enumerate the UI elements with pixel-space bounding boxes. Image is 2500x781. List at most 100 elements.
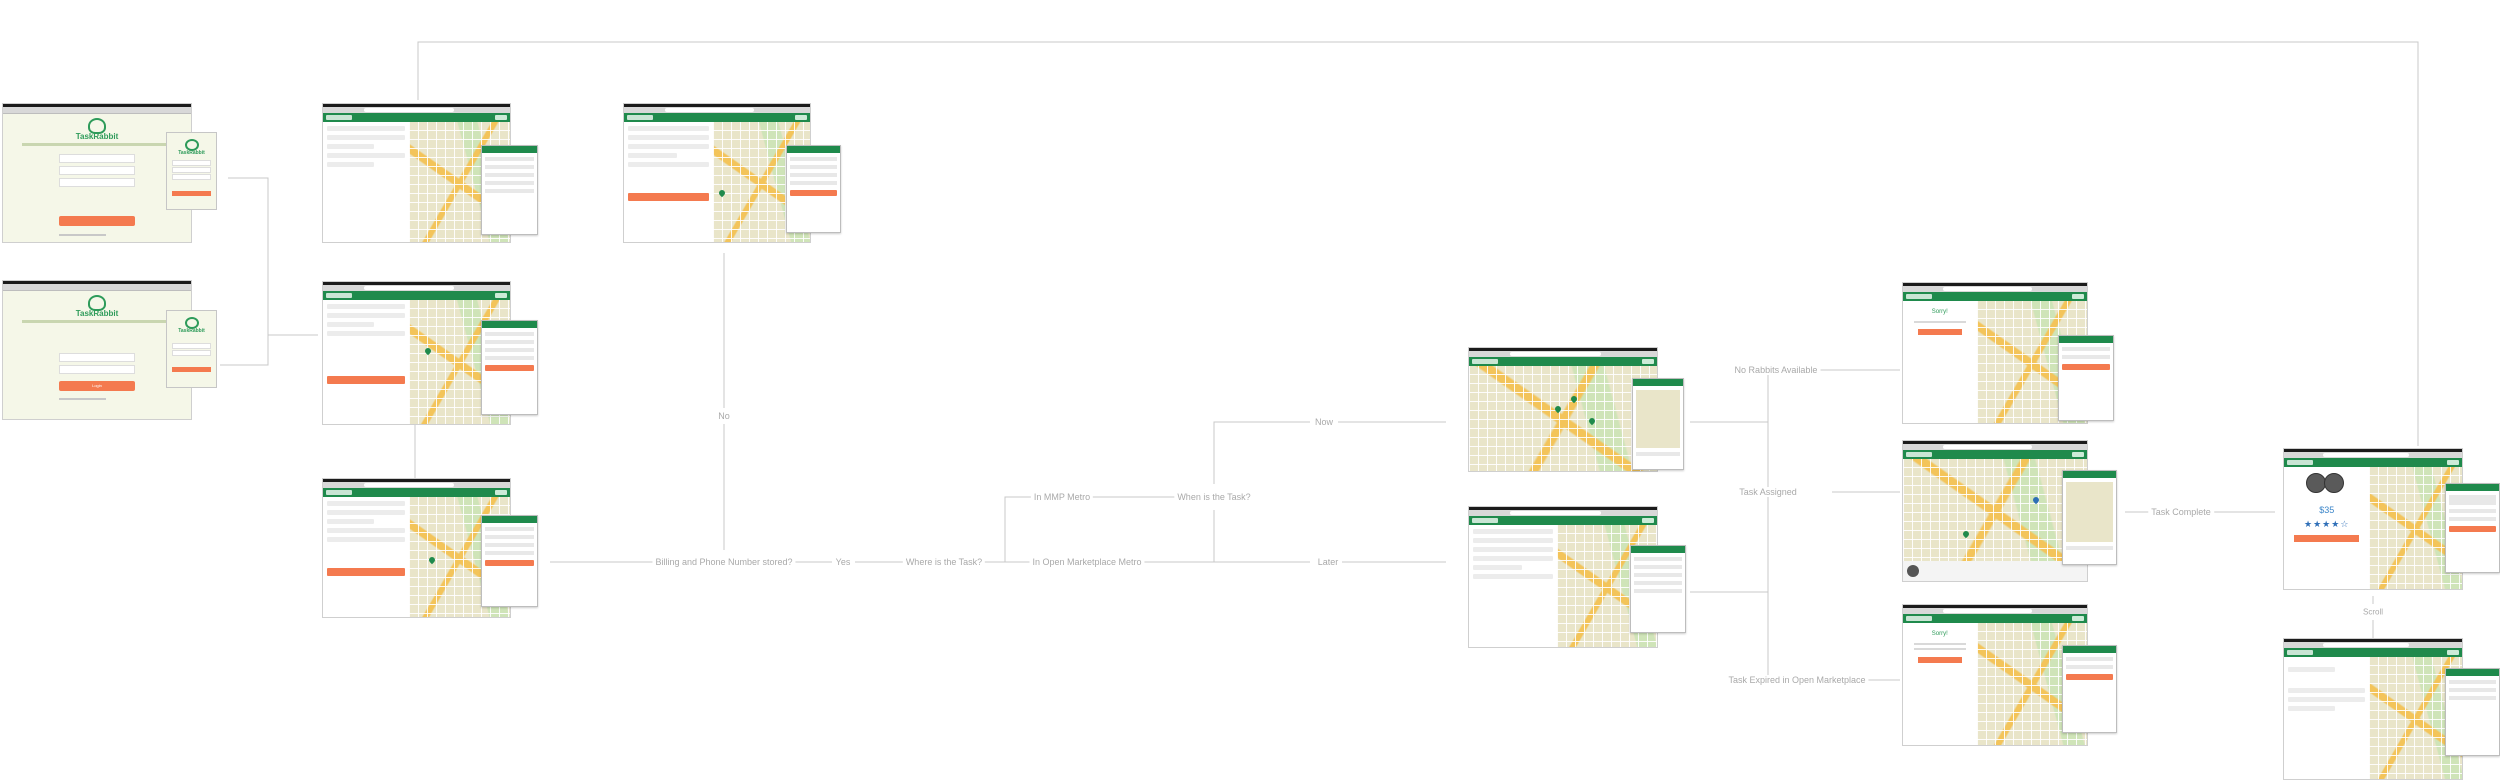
deliver-it-button[interactable] bbox=[327, 568, 406, 576]
card-expiry-field[interactable] bbox=[628, 153, 678, 158]
app-header bbox=[1903, 450, 2087, 459]
repost-button[interactable] bbox=[2066, 674, 2113, 680]
details-field[interactable] bbox=[327, 528, 406, 533]
form-row[interactable] bbox=[790, 173, 837, 177]
login-link[interactable] bbox=[1642, 359, 1654, 364]
form-row[interactable] bbox=[485, 527, 534, 531]
details-field[interactable] bbox=[327, 537, 406, 542]
form-row[interactable] bbox=[485, 332, 534, 336]
deliver-it-button[interactable] bbox=[327, 376, 406, 384]
login-link[interactable] bbox=[2072, 616, 2084, 621]
form-row[interactable] bbox=[485, 157, 534, 161]
welcome-login-phone: TaskRabbit bbox=[166, 310, 217, 388]
login-button[interactable]: Login bbox=[59, 381, 135, 391]
billing-zip-field[interactable] bbox=[628, 162, 710, 167]
message-line bbox=[2062, 355, 2110, 359]
submit-button[interactable] bbox=[790, 190, 837, 196]
login-link[interactable] bbox=[795, 115, 807, 120]
card-number-field[interactable] bbox=[628, 144, 710, 149]
app-header bbox=[2059, 336, 2113, 343]
name-field[interactable] bbox=[171, 160, 212, 166]
app-header bbox=[482, 321, 537, 328]
form-row[interactable] bbox=[485, 189, 534, 193]
form-row[interactable] bbox=[485, 173, 534, 177]
phone-number-field[interactable] bbox=[628, 135, 710, 140]
login-link[interactable] bbox=[495, 293, 507, 298]
details-field[interactable] bbox=[327, 153, 406, 158]
details-field[interactable] bbox=[327, 162, 375, 167]
task-complete-phone bbox=[2445, 483, 2500, 573]
status-bar bbox=[1903, 283, 2087, 286]
password-field[interactable] bbox=[171, 350, 212, 356]
map-view[interactable] bbox=[1903, 459, 2087, 561]
details-field[interactable] bbox=[327, 331, 406, 336]
task-type-field[interactable] bbox=[327, 126, 406, 131]
submit-review-button[interactable] bbox=[2449, 526, 2496, 532]
rating-row[interactable] bbox=[2449, 517, 2496, 521]
form-row[interactable] bbox=[485, 535, 534, 539]
login-link[interactable] bbox=[1642, 518, 1654, 523]
form-row[interactable] bbox=[485, 181, 534, 185]
map-pin-icon bbox=[427, 555, 437, 565]
email-field[interactable] bbox=[171, 167, 212, 173]
email-field[interactable] bbox=[59, 353, 135, 362]
form-row[interactable] bbox=[790, 157, 837, 161]
time-field[interactable] bbox=[327, 519, 375, 524]
app-header bbox=[1631, 546, 1685, 553]
task-later-phone bbox=[1630, 545, 1686, 633]
app-header bbox=[2446, 484, 2499, 491]
login-link[interactable] bbox=[495, 115, 507, 120]
signup-button[interactable] bbox=[59, 216, 135, 226]
submit-button[interactable] bbox=[485, 560, 534, 566]
app-header bbox=[2063, 646, 2116, 653]
label-later: Later bbox=[1314, 557, 1342, 567]
time-field[interactable] bbox=[327, 322, 375, 327]
time-field[interactable] bbox=[327, 144, 375, 149]
task-type-field[interactable] bbox=[327, 304, 406, 309]
form-row[interactable] bbox=[485, 551, 534, 555]
repost-button[interactable] bbox=[1917, 657, 1962, 663]
task-type-field[interactable] bbox=[327, 501, 406, 506]
login-button[interactable] bbox=[171, 367, 212, 372]
map-view[interactable] bbox=[1469, 366, 1657, 471]
password-field[interactable] bbox=[171, 174, 212, 180]
submit-review-button[interactable] bbox=[2294, 535, 2360, 542]
form-row[interactable] bbox=[485, 543, 534, 547]
form-row[interactable] bbox=[485, 340, 534, 344]
login-link[interactable] bbox=[2447, 650, 2459, 655]
app-header bbox=[2446, 669, 2499, 676]
form-row[interactable] bbox=[485, 348, 534, 352]
task-summary-line bbox=[1473, 574, 1554, 579]
form-row[interactable] bbox=[485, 165, 534, 169]
name-field[interactable] bbox=[59, 154, 135, 163]
password-field[interactable] bbox=[59, 365, 135, 374]
rating-stars[interactable]: ★★★★☆ bbox=[2304, 519, 2350, 529]
app-header bbox=[787, 146, 840, 153]
password-field[interactable] bbox=[59, 178, 135, 187]
status-bar bbox=[1903, 605, 2087, 608]
login-link[interactable] bbox=[2072, 294, 2084, 299]
footer-link[interactable] bbox=[59, 234, 107, 236]
submit-button[interactable] bbox=[485, 365, 534, 371]
sorry-heading: Sorry! bbox=[1931, 309, 1948, 315]
receipt-total bbox=[2288, 706, 2335, 711]
forgot-password-link[interactable] bbox=[59, 398, 107, 400]
taskrabbit-logo-icon bbox=[88, 295, 106, 311]
login-link[interactable] bbox=[2072, 452, 2084, 457]
signup-button[interactable] bbox=[171, 191, 212, 196]
form-row[interactable] bbox=[790, 165, 837, 169]
brand-title: TaskRabbit bbox=[75, 132, 119, 141]
email-field[interactable] bbox=[59, 166, 135, 175]
deliver-it-button[interactable] bbox=[628, 193, 710, 201]
login-link[interactable] bbox=[495, 490, 507, 495]
email-field[interactable] bbox=[171, 343, 212, 349]
form-row[interactable] bbox=[485, 356, 534, 360]
location-field[interactable] bbox=[327, 135, 406, 140]
retry-button[interactable] bbox=[1917, 329, 1962, 335]
location-field[interactable] bbox=[327, 510, 406, 515]
retry-button[interactable] bbox=[2062, 364, 2110, 370]
location-field[interactable] bbox=[327, 313, 406, 318]
form-row[interactable] bbox=[790, 181, 837, 185]
login-link[interactable] bbox=[2447, 460, 2459, 465]
receipt-line bbox=[2288, 688, 2366, 693]
